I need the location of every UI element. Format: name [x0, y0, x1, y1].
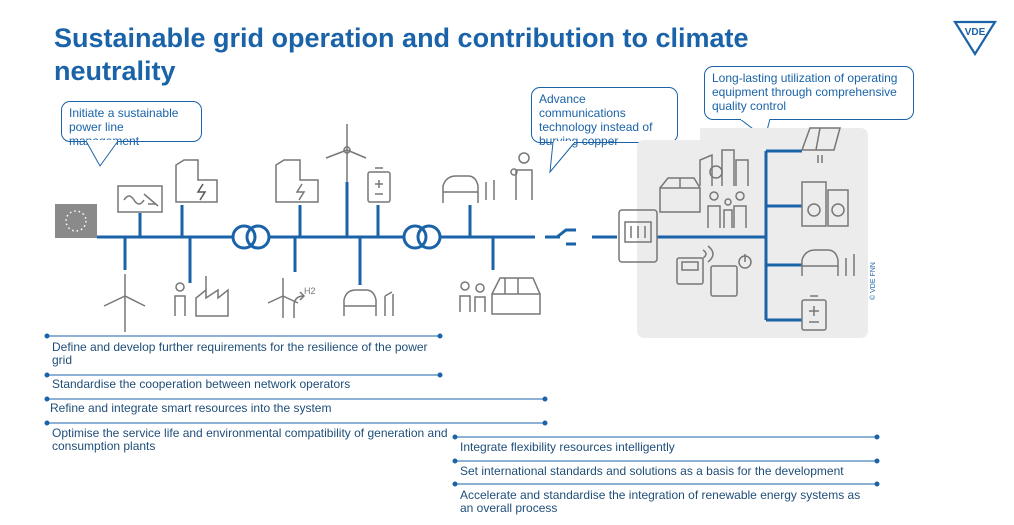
- page-title: Sustainable grid operation and contribut…: [54, 23, 749, 86]
- power-line: [97, 149, 802, 322]
- heat-pump-icon: [801, 181, 849, 227]
- smart-meter-icon: [676, 245, 714, 285]
- callout-tail-left: [85, 140, 119, 167]
- people-icon: [510, 152, 533, 200]
- callout-communications: Advance communications technology instea…: [531, 87, 678, 148]
- wind-turbine-icon: [325, 124, 367, 182]
- measure-label: Optimise the service life and environmen…: [52, 426, 448, 453]
- control-cabinet-icon: [618, 209, 658, 263]
- smart-grid-panel: [637, 128, 868, 338]
- family-icon: [707, 191, 747, 228]
- battery-icon: [801, 295, 827, 331]
- logo-text: VDE: [965, 27, 986, 38]
- measure-label: Integrate flexibility resources intellig…: [460, 440, 675, 454]
- solar-house-icon: [659, 177, 701, 213]
- electric-car-icon: [442, 175, 495, 203]
- inverter-icon: [117, 185, 163, 213]
- measure-label: Refine and integrate smart resources int…: [50, 401, 332, 415]
- industry-icon: [174, 276, 229, 317]
- hydrogen-wind-icon: [267, 278, 306, 318]
- eu-flag-icon: [55, 204, 97, 238]
- device-icon: [710, 254, 752, 297]
- transformer-icon: [402, 224, 442, 250]
- callout-tail-middle: [549, 141, 576, 174]
- measure-bars: [44, 333, 880, 487]
- electric-car-icon: [801, 249, 855, 276]
- power-plant-icon: [175, 159, 218, 203]
- measure-label: Accelerate and standardise the integrati…: [460, 488, 861, 515]
- h2-label: H2: [304, 286, 316, 296]
- household-solar-icon: [459, 277, 541, 315]
- battery-icon: [367, 167, 391, 203]
- electric-car-icon: [343, 289, 394, 316]
- measure-label: Define and develop further requirements …: [52, 340, 428, 367]
- measure-label: Standardise the cooperation between netw…: [52, 377, 351, 391]
- callout-power-line: Initiate a sustainable power line manage…: [61, 101, 202, 148]
- transformer-icon: [231, 224, 271, 250]
- city-icon: [699, 149, 749, 186]
- callout-quality-control: Long-lasting utilization of operating eq…: [704, 66, 914, 120]
- power-plant-icon: [275, 159, 319, 203]
- wind-turbine-icon: [103, 274, 146, 332]
- measure-label: Set international standards and solution…: [460, 464, 844, 478]
- vde-logo: VDE: [953, 20, 997, 56]
- solar-panel-icon: [800, 127, 841, 163]
